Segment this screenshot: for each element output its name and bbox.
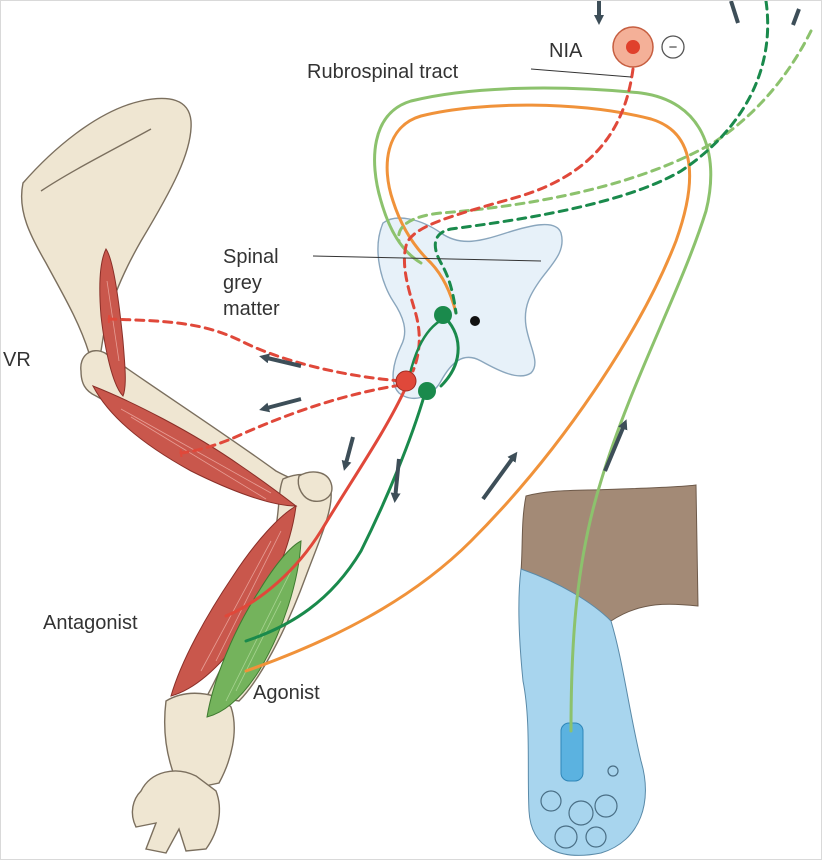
spinal-grey-matter-label-line3: matter xyxy=(223,298,280,320)
agonist-label: Agonist xyxy=(253,682,320,704)
tick-mark-2 xyxy=(793,9,799,25)
arrow-down-red-icon xyxy=(345,437,353,467)
green-interneuron xyxy=(434,306,452,324)
upper-arm-muscle xyxy=(93,386,296,506)
rubrospinal-leader xyxy=(531,69,631,77)
spinal-grey-matter-label-line2: grey xyxy=(223,272,262,294)
arrow-up-lightgreen-icon xyxy=(605,423,625,471)
green-motoneuron xyxy=(418,382,436,400)
antagonist-label: Antagonist xyxy=(43,612,138,634)
rubrospinal-tract-label: Rubrospinal tract xyxy=(307,61,459,83)
bones xyxy=(22,98,332,853)
nia-core xyxy=(626,40,640,54)
digit-bones xyxy=(132,771,219,853)
nia-label: NIA xyxy=(549,40,583,62)
inhibition-symbol-text: − xyxy=(669,39,678,56)
arrow-left-lower-icon xyxy=(263,399,301,409)
red-efferent-upper xyxy=(109,319,401,381)
red-motoneuron xyxy=(396,371,416,391)
descending-light-green-dashed xyxy=(399,31,811,241)
vr-label: VR xyxy=(3,349,31,371)
arrow-up-orange-icon xyxy=(483,455,515,499)
black-interneuron xyxy=(470,316,480,326)
leader-lines xyxy=(313,69,631,261)
spinal-grey-matter-label-line1: Spinal xyxy=(223,246,279,268)
arrow-down-green-icon xyxy=(395,459,399,499)
tick-mark-1 xyxy=(731,1,738,23)
skin-patch xyxy=(519,485,698,855)
